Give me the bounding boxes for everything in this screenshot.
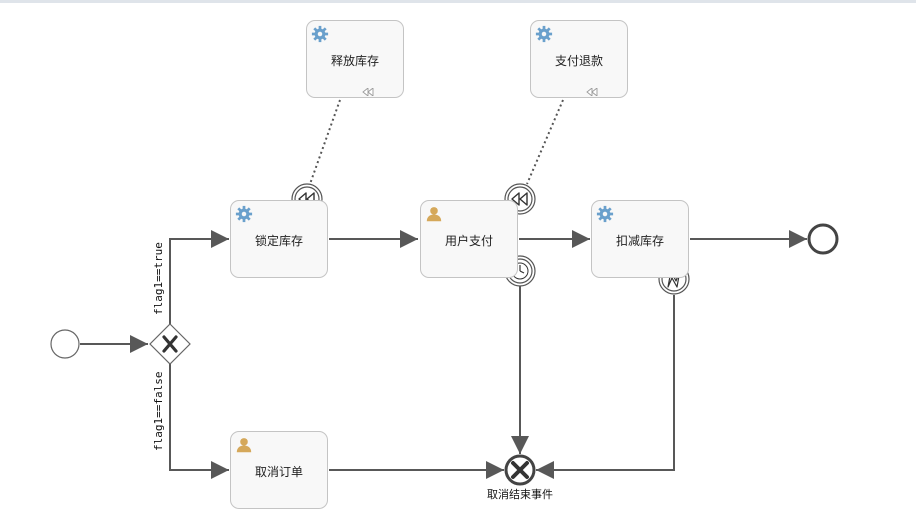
gear-icon xyxy=(535,25,553,43)
association-release[interactable] xyxy=(309,99,341,185)
flow-label-false: flag1==false xyxy=(152,371,165,451)
task-label: 释放库存 xyxy=(330,54,379,68)
user-icon xyxy=(426,207,442,222)
start-event[interactable] xyxy=(50,329,80,359)
task-label: 锁定库存 xyxy=(254,234,303,248)
user-icon xyxy=(236,438,252,453)
task-label: 支付退款 xyxy=(554,54,603,68)
top-border xyxy=(0,0,916,3)
flow-error-to-cancel-end[interactable] xyxy=(536,295,675,479)
task-label: 扣减库存 xyxy=(615,234,664,248)
task-release-stock[interactable]: 释放库存 xyxy=(306,20,404,98)
flow-label-true: flag1==true xyxy=(152,242,165,315)
task-lock-stock[interactable]: 锁定库存 xyxy=(230,200,328,278)
exclusive-gateway[interactable] xyxy=(149,323,191,365)
cancel-x-icon xyxy=(511,461,529,479)
task-deduct-stock[interactable]: 扣减库存 xyxy=(591,200,689,278)
gear-icon xyxy=(235,205,253,223)
task-cancel-order[interactable]: 取消订单 xyxy=(230,431,328,509)
task-user-pay[interactable]: 用户支付 xyxy=(420,200,518,278)
task-label: 用户支付 xyxy=(444,234,493,248)
flow-false[interactable] xyxy=(169,364,229,479)
compensation-marker-icon xyxy=(586,88,598,96)
task-refund[interactable]: 支付退款 xyxy=(530,20,628,98)
compensation-marker-icon xyxy=(362,88,374,96)
gateway-x-icon xyxy=(162,335,178,353)
cancel-end-event[interactable] xyxy=(504,454,536,486)
cancel-end-event-label: 取消结束事件 xyxy=(487,488,553,501)
task-label: 取消订单 xyxy=(254,465,303,479)
gear-icon xyxy=(596,205,614,223)
flow-true[interactable] xyxy=(169,230,229,324)
association-refund[interactable] xyxy=(526,99,564,185)
gear-icon xyxy=(311,25,329,43)
end-event[interactable] xyxy=(807,223,839,255)
